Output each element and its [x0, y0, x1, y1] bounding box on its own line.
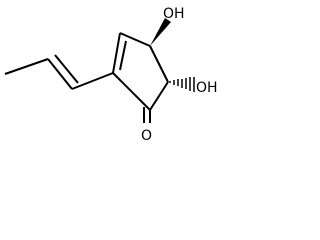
bond-c2-c3 [149, 45, 169, 83]
atom-label-oh-top: OH [163, 6, 185, 22]
molecule-diagram: OH OH O [4, 6, 218, 144]
bond-ca-cb [47, 58, 73, 90]
atom-label-oh-right: OH [196, 80, 218, 96]
bond-c3-c4 [119, 32, 151, 47]
bond-c4-c5 [112, 32, 121, 74]
bond-c5-c1 [112, 72, 151, 111]
bond-ca-cb-double [54, 54, 79, 84]
bond-c5-ca [71, 72, 114, 90]
structure-canvas: OH OH O [0, 0, 228, 151]
bond-c4-c5-double [119, 40, 127, 71]
bond-c1-c2 [149, 81, 169, 111]
wedge-bond-c3-oh [150, 18, 171, 46]
bond-cb-ch3 [4, 58, 49, 75]
hashed-bond-c2-oh [169, 77, 195, 92]
atom-label-carbonyl-o: O [141, 128, 152, 144]
